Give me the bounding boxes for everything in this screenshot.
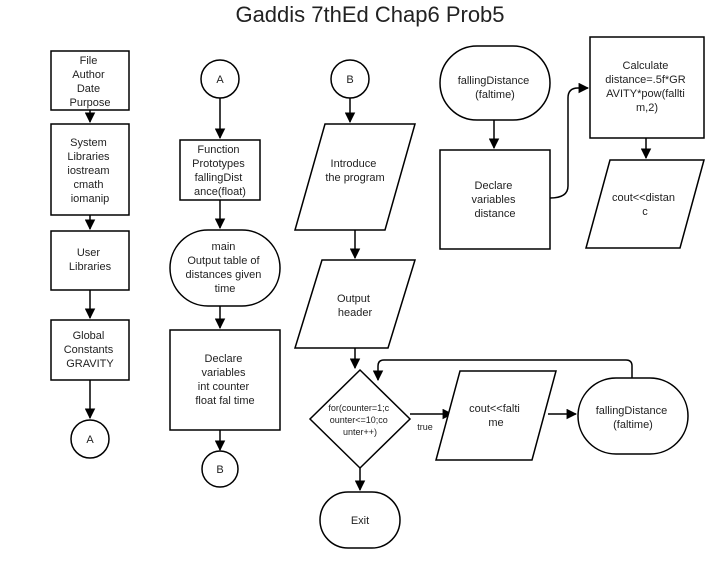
svg-text:cout<<distan c: cout<<distan c bbox=[612, 192, 678, 218]
node-calculate-distance: Calculate distance=.5f*GR AVITY*pow(fall… bbox=[589, 36, 705, 139]
svg-text:main Output table of: main Output table of distances given tim… bbox=[186, 241, 265, 295]
diagram-title: Gaddis 7thEd Chap6 Prob5 bbox=[235, 2, 504, 27]
node-function-prototypes: Function Prototypes fallingDist ance(flo… bbox=[179, 139, 261, 201]
node-cout-distance: cout<<distan c bbox=[585, 159, 705, 249]
node-cout-faltime: cout<<falti me bbox=[435, 370, 557, 461]
node-for-loop: for(counter=1;c ounter<=10;co unter++) bbox=[308, 368, 412, 470]
svg-text:B: B bbox=[346, 74, 353, 86]
node-function-falling-distance: fallingDistance (faltime) bbox=[439, 45, 551, 121]
svg-text:Calculate distance=.5f*G: Calculate distance=.5f*GR AVITY*pow(fall… bbox=[605, 60, 688, 114]
node-global-constants: Global Constants GRAVITY bbox=[50, 319, 130, 381]
edge-call-loopback bbox=[372, 359, 633, 382]
svg-text:fallingDistance (faltime: fallingDistance (faltime) bbox=[596, 405, 671, 431]
edges bbox=[84, 82, 652, 492]
svg-text:File Author Date: File Author Date Purpose bbox=[70, 55, 111, 109]
svg-text:User Libraries: User Libraries bbox=[69, 247, 112, 273]
svg-text:A: A bbox=[86, 434, 94, 446]
svg-text:System Libraries i: System Libraries iostream cmath iomanip bbox=[67, 137, 112, 205]
svg-text:Introduce the program: Introduce the program bbox=[325, 158, 384, 184]
edge-declare-calculate bbox=[549, 82, 590, 199]
node-declare-main: Declare variables int counter float fal … bbox=[169, 329, 281, 431]
svg-text:Declare variables: Declare variables distance bbox=[471, 180, 518, 220]
node-user-libraries: User Libraries bbox=[50, 230, 130, 291]
node-introduce-program: Introduce the program bbox=[294, 123, 416, 231]
node-declare-distance: Declare variables distance bbox=[439, 149, 551, 250]
node-exit: Exit bbox=[319, 491, 401, 549]
node-connector-b-bottom: B bbox=[201, 450, 239, 488]
svg-text:B: B bbox=[216, 464, 223, 476]
svg-text:for(counter=1;c ounter<=: for(counter=1;c ounter<=10;co unter++) bbox=[328, 403, 391, 437]
node-connector-a-top: A bbox=[200, 59, 240, 99]
svg-text:Function Prototypes: Function Prototypes fallingDist ance(flo… bbox=[192, 144, 248, 198]
node-output-header: Output header bbox=[293, 259, 417, 349]
svg-text:Output header: Output header bbox=[337, 293, 373, 319]
svg-text:Exit: Exit bbox=[351, 515, 369, 527]
node-connector-a-bottom: A bbox=[70, 419, 110, 459]
svg-text:Declare variables: Declare variables int counter float fal … bbox=[195, 353, 254, 407]
node-call-falling-distance: fallingDistance (faltime) bbox=[577, 377, 689, 455]
node-file-header: File Author Date Purpose bbox=[50, 50, 130, 111]
svg-text:A: A bbox=[216, 74, 224, 86]
node-connector-b-top: B bbox=[330, 59, 370, 99]
edge-label-true: true bbox=[417, 422, 433, 432]
svg-text:Global Constants G: Global Constants GRAVITY bbox=[64, 330, 117, 370]
svg-text:fallingDistance (faltime: fallingDistance (faltime) bbox=[458, 75, 533, 101]
svg-text:cout<<falti me: cout<<falti me bbox=[469, 403, 523, 429]
node-main: main Output table of distances given tim… bbox=[169, 229, 281, 307]
node-system-libraries: System Libraries iostream cmath iomanip bbox=[50, 123, 130, 216]
